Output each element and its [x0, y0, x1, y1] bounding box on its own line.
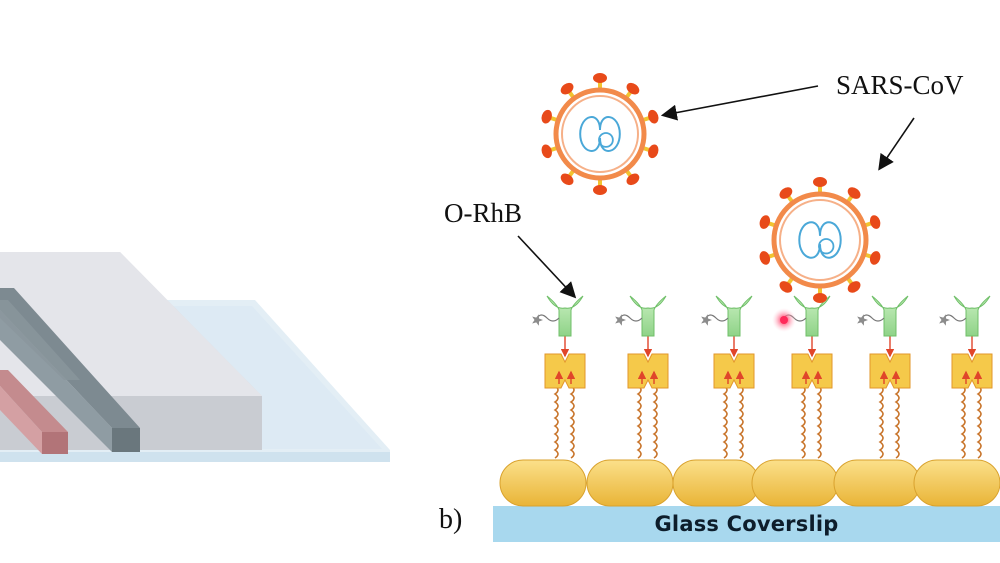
virus-envelope-inner	[779, 199, 861, 281]
tether-line	[878, 385, 884, 459]
virus-spike-head	[847, 187, 861, 199]
virus-spike-head	[847, 281, 861, 293]
linker-icon	[627, 353, 669, 389]
rod-gray-2	[0, 300, 80, 380]
virus-icon	[541, 73, 659, 195]
virus-spike-head	[626, 82, 640, 95]
virus-spike-head	[593, 185, 607, 195]
tether-line	[816, 385, 822, 459]
fluorophore-tether	[536, 314, 560, 322]
rna-loop	[598, 132, 614, 148]
virus-spike-head	[813, 293, 827, 303]
tether-line	[738, 385, 744, 459]
virus-spike-head	[869, 215, 881, 229]
substrate-label: Glass Coverslip	[654, 512, 839, 536]
linker-icon	[951, 353, 993, 389]
probe-label: O-RhB	[444, 198, 523, 228]
fluorophore-tether	[705, 314, 729, 322]
virus-spike-head	[779, 281, 793, 293]
virus-envelope-inner	[561, 95, 639, 173]
virus-envelope	[553, 87, 647, 181]
capture-unit	[615, 295, 669, 459]
virus-spike-head	[869, 251, 881, 265]
virus-spike-head	[813, 177, 827, 187]
linker-icon	[791, 353, 833, 389]
virus-spike-head	[541, 109, 552, 124]
rna-icon	[579, 116, 621, 152]
tether-line	[553, 385, 559, 459]
virus-spike-head	[648, 109, 659, 124]
tether-line	[960, 385, 966, 459]
gold-bead-icon	[751, 459, 839, 507]
panel-label: b)	[439, 504, 463, 535]
linker-icon	[544, 353, 586, 389]
antibody-icon	[793, 295, 831, 337]
capture-unit	[701, 295, 755, 459]
linker-icon	[713, 353, 755, 389]
fluorophore-tether	[861, 314, 885, 322]
glass-coverslip	[493, 506, 1000, 542]
tether-line	[636, 385, 642, 459]
tether-line	[976, 385, 982, 459]
virus-spike-head	[779, 187, 793, 199]
fluorophore-icon	[857, 314, 868, 326]
gold-bead-icon	[833, 459, 921, 507]
rod-red	[0, 370, 68, 432]
virus-spike-head	[759, 251, 771, 265]
virus-spike-head	[560, 173, 574, 186]
arrow-icon	[660, 85, 819, 121]
fluorophore-tether	[619, 314, 643, 322]
virus-spike-head	[759, 215, 771, 229]
fluorophore-core	[780, 316, 788, 324]
virus-icon	[759, 177, 881, 303]
virus-spike-head	[541, 144, 552, 159]
fluorophore-icon	[701, 314, 712, 326]
antibody-icon	[871, 295, 909, 337]
capture-units	[532, 295, 993, 459]
capture-unit	[772, 295, 833, 459]
tether-line	[722, 385, 728, 459]
panel-a-device	[0, 252, 390, 462]
arrow-icon	[517, 235, 577, 299]
gold-bead-icon	[586, 459, 674, 507]
antibody-icon	[546, 295, 584, 337]
gold-bead-icon	[672, 459, 760, 507]
antibody-icon	[629, 295, 667, 337]
virus-spike-head	[560, 82, 574, 95]
fluorophore-tether	[943, 314, 967, 322]
rod-gray-1	[0, 288, 140, 428]
rna-icon	[798, 221, 842, 259]
capture-unit	[532, 295, 586, 459]
tether-line	[800, 385, 806, 459]
fluorophore-icon	[939, 314, 950, 326]
antibody-icon	[715, 295, 753, 337]
antibody-icon	[953, 295, 991, 337]
tether-line	[569, 385, 575, 459]
fluorophore-icon	[532, 314, 543, 326]
tether-line	[894, 385, 900, 459]
rna-loop	[818, 238, 835, 255]
viruses	[541, 73, 881, 303]
capture-unit	[857, 295, 911, 459]
fluorophore-icon	[615, 314, 626, 326]
linker-icon	[869, 353, 911, 389]
virus-envelope	[771, 191, 869, 289]
panel-b	[493, 73, 1000, 542]
virus-spike-head	[593, 73, 607, 83]
capture-unit	[939, 295, 993, 459]
arrow-icon	[878, 117, 915, 171]
virus-spike-head	[648, 144, 659, 159]
gold-bead-icon	[499, 459, 587, 507]
tether-line	[652, 385, 658, 459]
gold-bead-icon	[913, 459, 1000, 507]
virus-spike-head	[626, 173, 640, 186]
gold-beads	[499, 459, 1000, 507]
annotation-arrows	[517, 85, 915, 299]
virus-label: SARS-CoV	[836, 70, 964, 100]
